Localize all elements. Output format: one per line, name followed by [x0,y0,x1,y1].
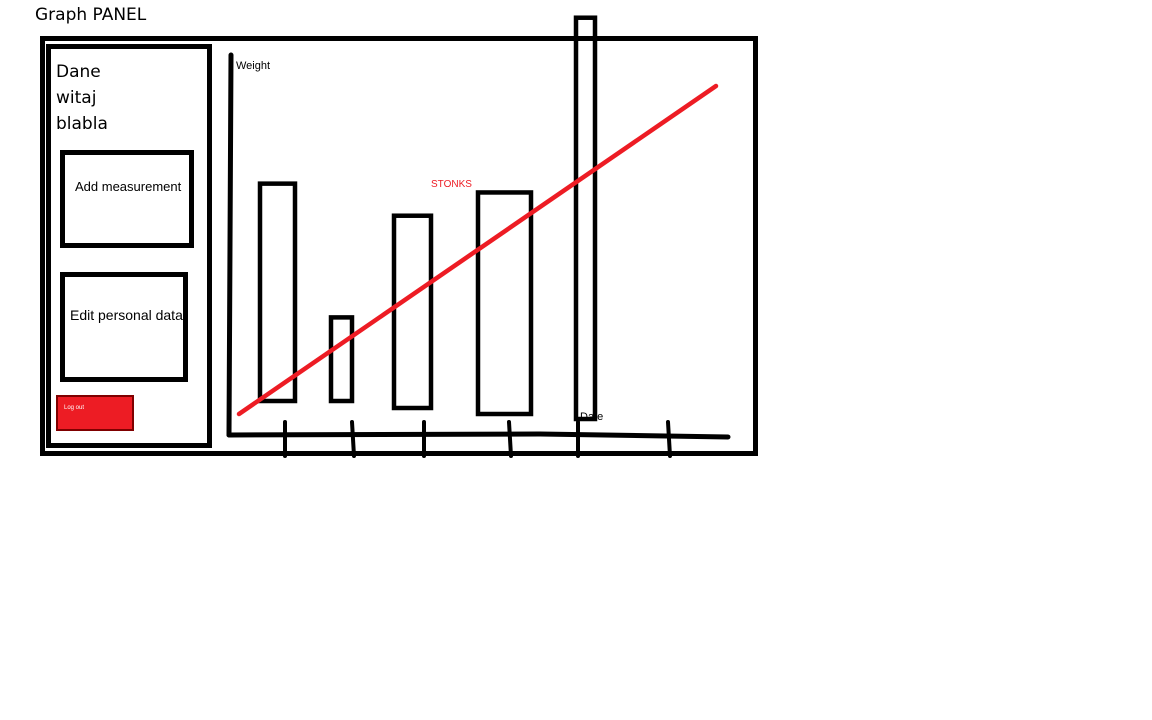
greeting-line: witaj [56,88,97,108]
page-title: Graph PANEL [35,5,147,25]
greeting-text: Dane witaj blabla [56,59,108,137]
greeting-line: Dane [56,62,101,82]
x-axis-tick [350,420,356,458]
x-axis [226,431,731,440]
logout-label: Log out [64,405,85,411]
x-axis-tick [666,420,672,458]
chart-bar [573,15,598,422]
chart-bar [475,190,534,417]
edit-personal-data-label: Edit personal data [70,307,183,323]
sidebar [46,44,212,448]
greeting-line: blabla [56,114,108,134]
y-axis-label: Weight [236,60,271,72]
trend-line [236,83,719,417]
y-axis [226,52,234,438]
trend-annotation: STONKS [431,179,472,190]
add-measurement-button[interactable]: Add measurement [60,150,194,248]
edit-personal-data-button[interactable]: Edit personal data [60,272,188,382]
x-axis-label: Date [580,411,604,423]
chart-bar [257,181,298,404]
chart-bar [328,315,355,404]
add-measurement-label: Add measurement [75,179,182,194]
logout-button[interactable]: Log out [56,395,134,431]
x-axis-tick [507,420,513,458]
graph-panel-frame [40,36,758,456]
chart-bar [391,213,434,411]
